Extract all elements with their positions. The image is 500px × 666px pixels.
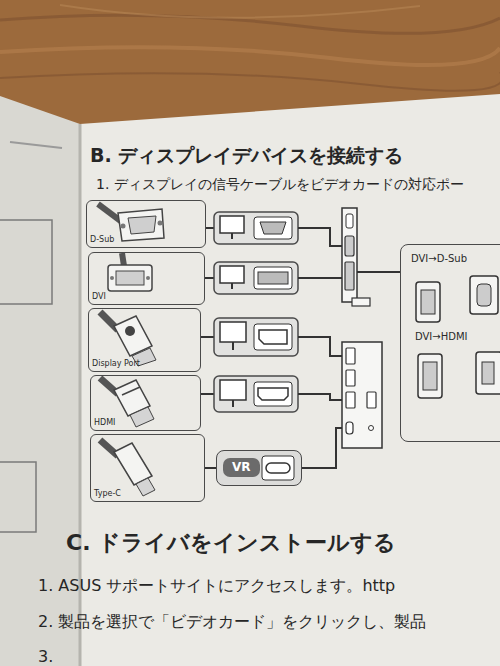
- dp-port: [259, 330, 287, 344]
- wire: [205, 277, 214, 279]
- node-label: VR: [223, 458, 260, 477]
- device-box: VR: [216, 450, 302, 486]
- figure-box: [0, 220, 52, 304]
- cable: [122, 253, 124, 266]
- vga-port: [260, 222, 286, 234]
- connector-box: Type-C: [90, 434, 205, 502]
- dvi-port: [345, 262, 354, 290]
- vr-box-fill: [216, 450, 302, 486]
- dvi-pins: [421, 290, 435, 314]
- connector-box: D-Sub: [86, 200, 206, 248]
- screw: [121, 224, 126, 229]
- dsub-pins: [128, 216, 156, 234]
- dvi-adapter-end: [416, 282, 440, 322]
- bracket-tab: [352, 298, 370, 306]
- port-frame: [254, 267, 292, 289]
- adapter-panel: DVI→D-SubDVI→HDMI: [400, 244, 500, 442]
- connector-box: HDMI: [90, 375, 201, 431]
- monitor-icon: [220, 266, 244, 283]
- dsub-plug: [118, 209, 164, 241]
- hdmi-tip: [130, 407, 154, 427]
- section-heading: B. ディスプレイデバイスを接続する: [90, 144, 403, 167]
- plug-grip: [122, 387, 140, 395]
- hdmi-pins: [482, 362, 494, 384]
- dsub-adapter-end: [470, 276, 498, 314]
- dvi-pins: [116, 271, 144, 285]
- card-bracket: [342, 342, 382, 448]
- card-port: [346, 214, 353, 228]
- wire: [298, 228, 343, 246]
- dvi-pins: [423, 362, 437, 390]
- node-label: DVI→HDMI: [415, 331, 468, 342]
- hdmi-port: [258, 388, 288, 400]
- card-bracket: [342, 208, 357, 302]
- wire: [201, 393, 214, 395]
- monitor-box: [214, 262, 298, 294]
- port-frame: [262, 456, 294, 480]
- dvi-plug: [108, 265, 152, 291]
- wood-grain: [0, 47, 500, 65]
- typec-tip: [136, 478, 155, 496]
- wire: [206, 227, 214, 229]
- instruction-text: 1. ASUS サポートサイトにアクセスします。http: [38, 576, 395, 595]
- dvi-port: [258, 272, 288, 284]
- connector-box: Display Port: [88, 308, 201, 372]
- hdmi-adapter-end: [476, 352, 500, 394]
- connector-box: DVI: [88, 252, 205, 305]
- monitor-icon: [220, 380, 246, 400]
- typec-port: [266, 463, 290, 473]
- text-line: [10, 142, 62, 148]
- screw: [110, 276, 114, 280]
- node-label: HDMI: [94, 419, 115, 428]
- typec-port: [346, 422, 353, 434]
- hdmi-port: [346, 392, 355, 408]
- node-label: D-Sub: [90, 236, 114, 245]
- monitor-icon: [220, 216, 244, 233]
- port-frame: [254, 382, 292, 406]
- node-label: Display Port: [92, 360, 140, 369]
- monitor-stand: [232, 342, 234, 350]
- screw: [158, 221, 163, 226]
- node-label: DVI→D-Sub: [411, 253, 467, 264]
- port-frame: [254, 324, 292, 350]
- port-frame: [254, 217, 292, 239]
- hdmi-port: [367, 392, 376, 408]
- section-heading: C. ドライバをインストールする: [66, 530, 396, 556]
- monitor-stand: [231, 233, 233, 239]
- connector-line: [205, 467, 216, 469]
- monitor-box: [214, 376, 298, 412]
- dp-port: [346, 348, 355, 364]
- monitor-stand: [231, 283, 233, 289]
- monitor-icon: [220, 322, 246, 342]
- wire: [357, 271, 400, 273]
- dvi-adapter-end: [418, 354, 442, 398]
- dp-logo: [125, 326, 135, 336]
- wood-grain: [0, 72, 500, 91]
- instruction-text: 2. 製品を選択で「ビデオカード」をクリックし、製品: [38, 612, 426, 631]
- instruction-text: 3.: [38, 647, 53, 666]
- figure-box: [0, 462, 36, 532]
- monitor-box: [214, 318, 298, 356]
- wire: [298, 394, 343, 400]
- node-label: DVI: [92, 293, 106, 302]
- wire: [201, 336, 214, 338]
- monitor-box: [214, 212, 298, 244]
- wire: [298, 337, 343, 356]
- wood-grain: [60, 5, 420, 18]
- dp-port: [346, 370, 355, 386]
- monitor-stand: [232, 400, 234, 407]
- vga-port: [345, 236, 354, 256]
- dsub-pins: [477, 284, 491, 306]
- instruction-text: 1. ディスプレイの信号ケーブルをビデオカードの対応ポー: [96, 176, 464, 193]
- wire: [302, 428, 343, 468]
- wire: [298, 277, 343, 279]
- node-label: Type-C: [94, 490, 121, 499]
- screw: [146, 276, 150, 280]
- led-hole: [369, 426, 374, 431]
